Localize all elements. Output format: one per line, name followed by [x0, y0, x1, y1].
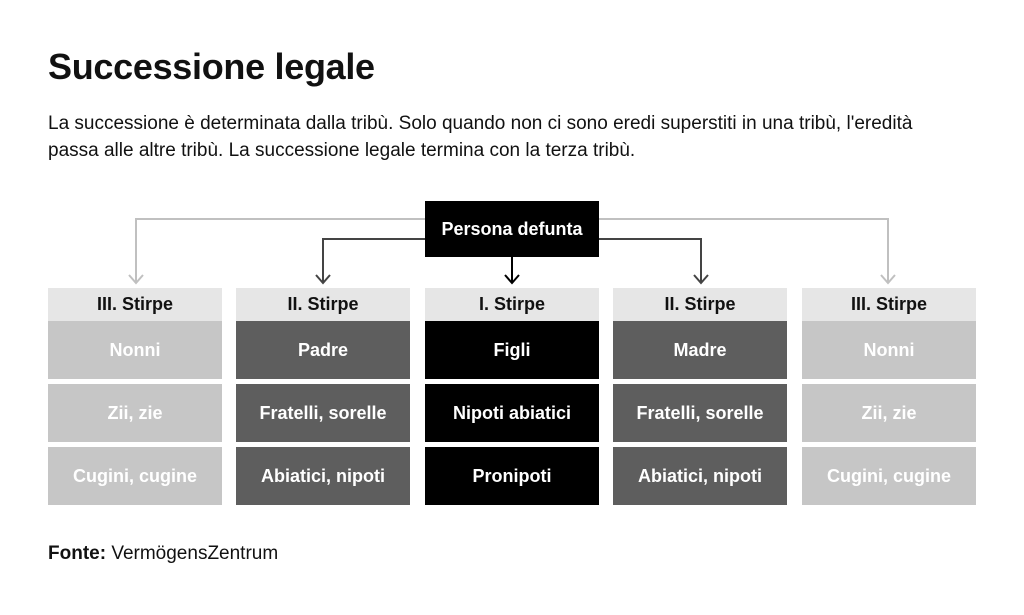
cell-item: Nonni	[48, 321, 222, 379]
column-tribe-2-left: II. Stirpe Padre Fratelli, sorelle Abiat…	[236, 288, 410, 505]
cell-item: Fratelli, sorelle	[236, 384, 410, 442]
arrowhead-right-mid	[693, 274, 709, 285]
cell-item: Abiatici, nipoti	[236, 447, 410, 505]
connector-left-outer	[135, 218, 425, 282]
column-tribe-3-left: III. Stirpe Nonni Zii, zie Cugini, cugin…	[48, 288, 222, 505]
cell-item: Figli	[425, 321, 599, 379]
column-heading: II. Stirpe	[613, 288, 787, 321]
cell-item: Nipoti abiatici	[425, 384, 599, 442]
connector-outer	[128, 218, 896, 285]
cell-item: Padre	[236, 321, 410, 379]
cell-item: Nonni	[802, 321, 976, 379]
connector-center	[504, 257, 520, 285]
column-tribe-2-right: II. Stirpe Madre Fratelli, sorelle Abiat…	[613, 288, 787, 505]
connector-middle	[315, 238, 709, 285]
description-text: La successione è determinata dalla tribù…	[48, 113, 913, 161]
cell-item: Abiatici, nipoti	[613, 447, 787, 505]
connector-right-mid	[599, 238, 702, 282]
column-tribe-1: I. Stirpe Figli Nipoti abiatici Pronipot…	[425, 288, 599, 505]
column-heading: I. Stirpe	[425, 288, 599, 321]
arrowhead-right-outer	[880, 274, 896, 285]
cell-item: Cugini, cugine	[802, 447, 976, 505]
connector-left-mid	[322, 238, 425, 282]
arrowhead-left-outer	[128, 274, 144, 285]
column-heading: III. Stirpe	[802, 288, 976, 321]
column-heading: III. Stirpe	[48, 288, 222, 321]
page-title: Successione legale	[48, 46, 375, 87]
cell-item: Cugini, cugine	[48, 447, 222, 505]
source-name: VermögensZentrum	[111, 543, 279, 564]
arrowhead-left-mid	[315, 274, 331, 285]
cell-item: Zii, zie	[48, 384, 222, 442]
cell-item: Pronipoti	[425, 447, 599, 505]
connector-right-outer	[599, 218, 889, 282]
cell-item: Madre	[613, 321, 787, 379]
cell-item: Fratelli, sorelle	[613, 384, 787, 442]
source-label: Fonte:	[48, 543, 107, 564]
column-tribe-3-right: III. Stirpe Nonni Zii, zie Cugini, cugin…	[802, 288, 976, 505]
source-note: Fonte: VermögensZentrum	[48, 543, 278, 565]
root-node-deceased: Persona defunta	[425, 201, 599, 257]
cell-item: Zii, zie	[802, 384, 976, 442]
column-heading: II. Stirpe	[236, 288, 410, 321]
arrowhead-center	[504, 274, 520, 285]
